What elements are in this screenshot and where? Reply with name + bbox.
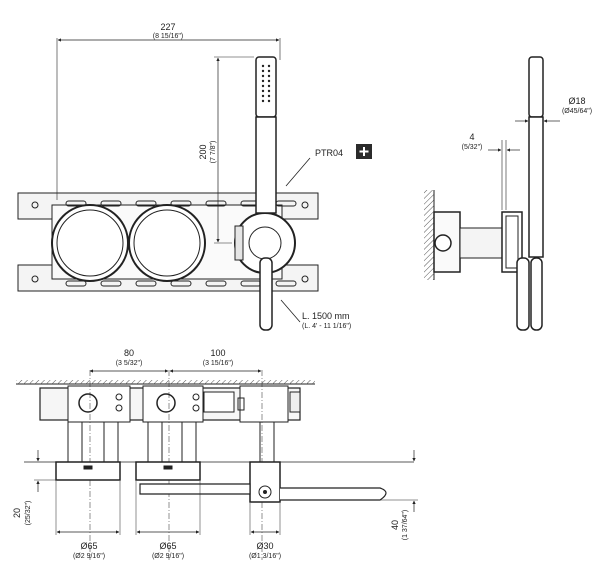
trim-center: [135, 461, 201, 481]
label-side-gap-in: (5/32"): [462, 144, 483, 151]
plan-view: [16, 369, 418, 560]
label-spacing-right-in: (3 15/16"): [203, 360, 234, 367]
label-handshower-height-in: (7 7/8"): [210, 141, 217, 164]
label-hose-length-in: (L. 4' - 11 1/16"): [302, 323, 351, 330]
label-side-diameter: Ø18: [568, 96, 585, 106]
dim-handshower-height: [214, 56, 254, 244]
front-view: [17, 38, 319, 331]
label-spacing-right: 100: [210, 348, 225, 358]
trim-left: [55, 461, 121, 481]
label-dia-3-in: (Ø1 3/16"): [249, 553, 281, 560]
wall-section: [424, 190, 434, 280]
hand-shower: [255, 56, 277, 331]
label-side-diameter-in: (Ø45/64"): [562, 108, 592, 115]
label-spacing-left-in: (3 5/32"): [116, 360, 143, 367]
label-depth-right: 40: [390, 520, 400, 530]
label-top-width: 227: [160, 22, 175, 32]
label-handshower-height: 200: [198, 144, 208, 159]
shower-outlet: [234, 212, 296, 274]
hand-shower-side: [516, 56, 544, 331]
valve-body-side: [433, 211, 523, 273]
product-code: PTR04: [315, 148, 343, 158]
label-depth-left: 20: [12, 508, 22, 518]
label-dia-3: Ø30: [256, 541, 273, 551]
valve-left: [51, 204, 129, 282]
label-hose-length: L. 1500 mm: [302, 311, 350, 321]
label-dia-1: Ø65: [80, 541, 97, 551]
label-side-gap: 4: [469, 132, 474, 142]
label-depth-left-in: (25/32"): [25, 501, 32, 526]
plan-wall-section: [16, 380, 315, 384]
label-spacing-left: 80: [124, 348, 134, 358]
valve-right: [128, 204, 206, 282]
dim-top-width: [56, 38, 281, 200]
side-view: [424, 56, 560, 331]
label-dia-2-in: (Ø2 9/16"): [152, 553, 184, 560]
label-depth-right-in: (1 37/64"): [402, 510, 409, 541]
label-dia-1-in: (Ø2 9/16"): [73, 553, 105, 560]
plus-square-icon[interactable]: [356, 144, 372, 159]
spray-nozzles: [261, 64, 271, 103]
label-top-width-in: (8 15/16"): [153, 33, 184, 40]
label-dia-2: Ø65: [159, 541, 176, 551]
